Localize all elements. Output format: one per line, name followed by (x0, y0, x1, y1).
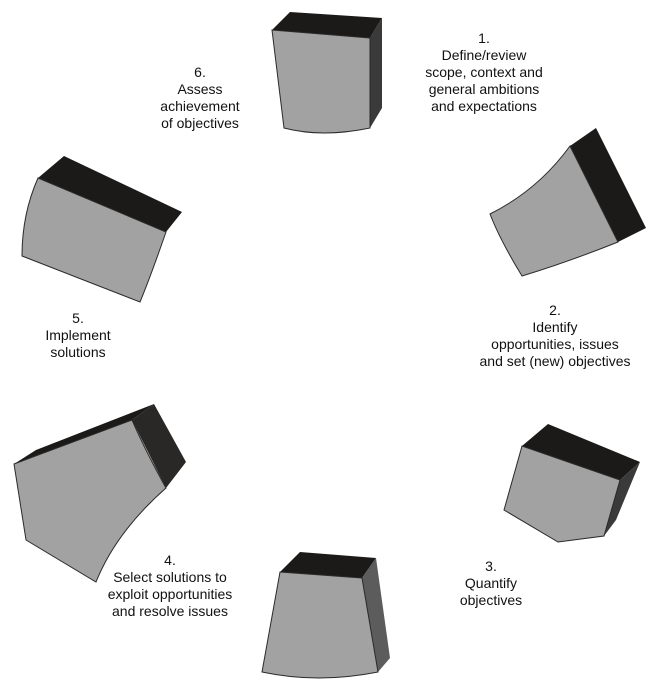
step-3-line-1: Quantify (464, 575, 518, 591)
block-1-face (271, 29, 371, 134)
block-1 (271, 12, 382, 134)
block-3-face (503, 445, 621, 543)
step-5-number: 5. (72, 310, 84, 326)
step-2-label: 2. Identify opportunities, issues and se… (450, 302, 660, 370)
step-1-line-1: Define/review (441, 47, 527, 63)
block-5 (13, 404, 186, 583)
step-4-line-1: Select solutions to (113, 569, 227, 585)
step-1-line-3: general ambitions (428, 81, 540, 97)
step-6-number: 6. (194, 64, 206, 80)
step-4-line-3: and resolve issues (112, 603, 228, 619)
block-4 (261, 552, 390, 679)
block-2-top (570, 128, 646, 242)
block-5-face (13, 419, 167, 583)
step-4-number: 4. (164, 552, 176, 568)
block-3 (503, 424, 640, 543)
step-3-label: 3. Quantify objectives (436, 558, 546, 609)
step-1-line-4: and expectations (431, 98, 537, 114)
step-3-number: 3. (485, 558, 497, 574)
block-3-side (604, 462, 640, 536)
step-6-line-3: of objectives (161, 115, 239, 131)
step-2-line-2: opportunities, issues (491, 336, 619, 352)
block-6-top (38, 156, 182, 232)
step-5-label: 5. Implement solutions (18, 310, 138, 361)
block-4-top (280, 552, 376, 578)
block-6-face (21, 177, 167, 303)
block-2-face (489, 145, 619, 277)
block-2 (489, 128, 646, 277)
step-4-label: 4. Select solutions to exploit opportuni… (80, 552, 260, 620)
step-2-line-1: Identify (532, 319, 578, 335)
step-2-number: 2. (549, 302, 561, 318)
step-5-line-1: Implement (45, 327, 111, 343)
block-1-top (272, 12, 382, 38)
step-1-label: 1. Define/review scope, context and gene… (404, 30, 564, 115)
block-6 (21, 156, 182, 303)
block-4-side (362, 558, 390, 672)
block-5-side (132, 404, 186, 488)
step-6-label: 6. Assess achievement of objectives (140, 64, 260, 132)
step-5-line-2: solutions (50, 344, 106, 360)
step-1-number: 1. (478, 30, 490, 46)
block-5-top (14, 404, 154, 464)
block-4-face (261, 571, 379, 679)
step-1-line-2: scope, context and (425, 64, 543, 80)
step-4-line-2: exploit opportunities (107, 586, 233, 602)
step-6-line-1: Assess (177, 81, 223, 97)
step-3-line-2: objectives (459, 592, 523, 608)
block-1-side (370, 18, 382, 128)
block-3-top (522, 424, 640, 480)
step-6-line-2: achievement (160, 98, 240, 114)
step-2-line-3: and set (new) objectives (479, 353, 631, 369)
